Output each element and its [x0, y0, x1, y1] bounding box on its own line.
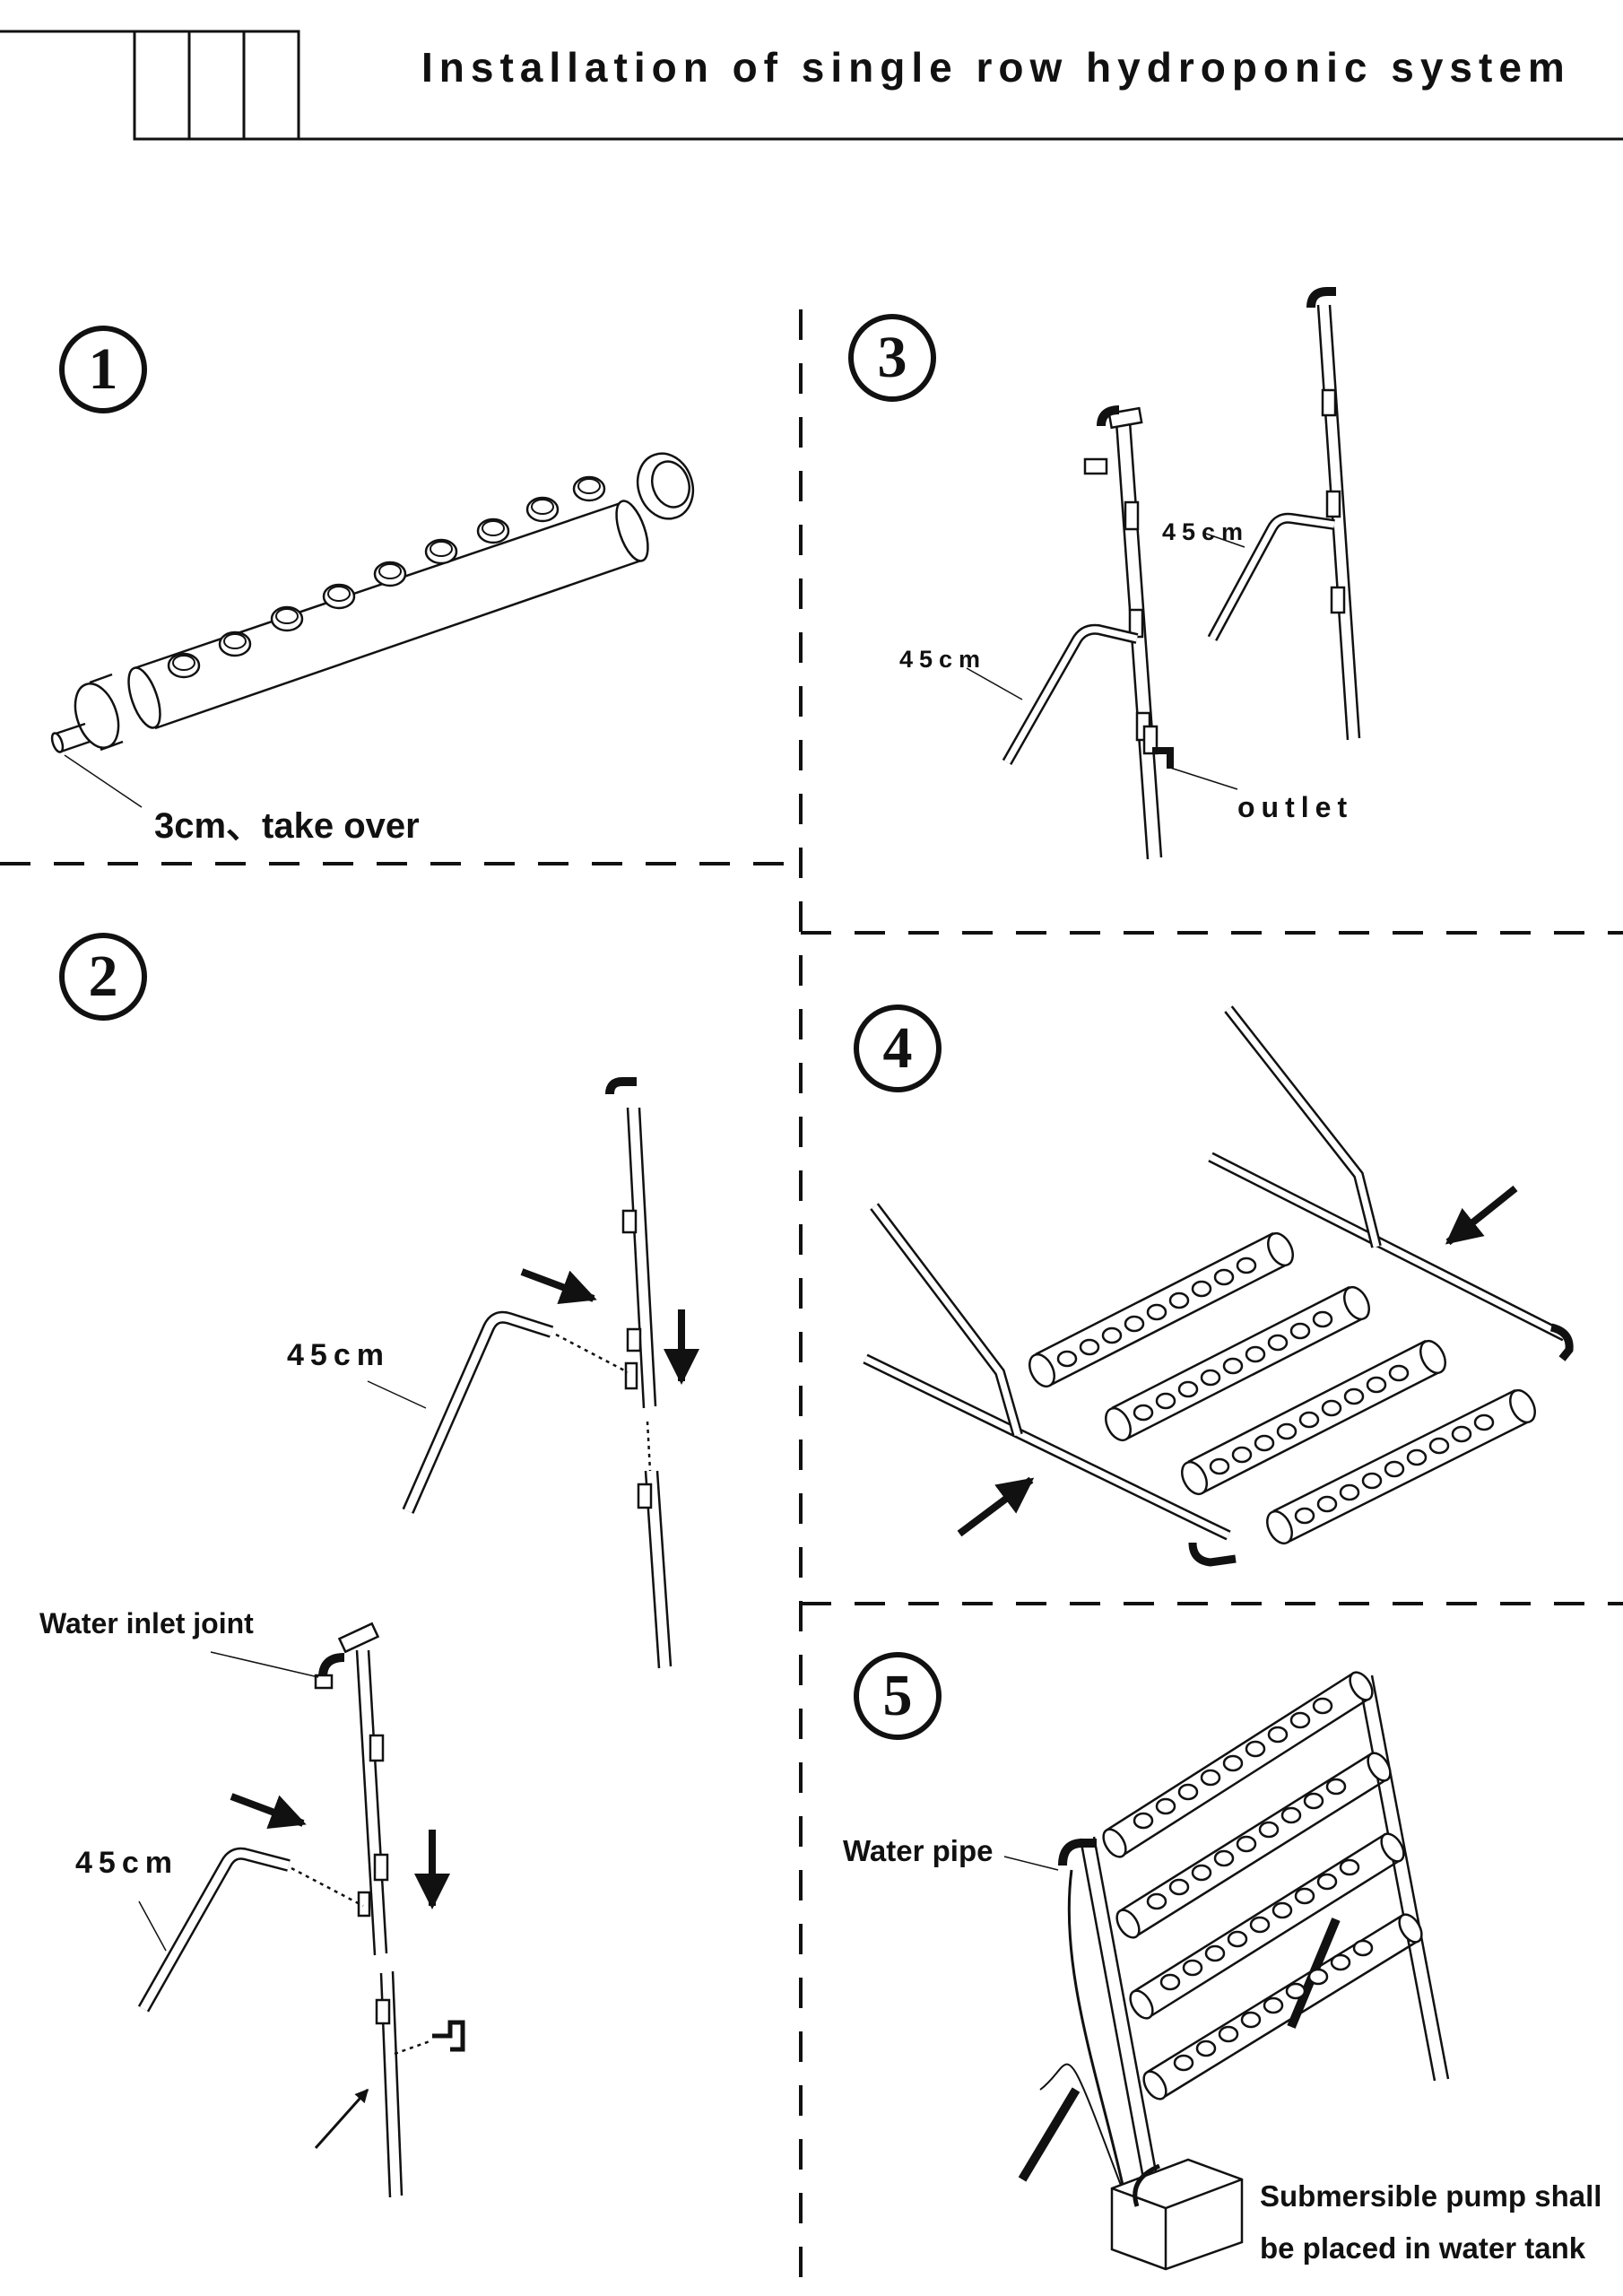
length-label-step2-lower: 45cm	[75, 1846, 178, 1880]
step-2-number: 2	[59, 933, 147, 1021]
outlet-label: outlet	[1237, 791, 1354, 823]
water-inlet-joint-label: Water inlet joint	[39, 1607, 254, 1639]
step-1-number: 1	[59, 326, 147, 413]
step4-frame	[863, 1005, 1574, 1567]
length-label-step3-right: 45cm	[1162, 518, 1250, 545]
header-frame	[0, 30, 1623, 141]
length-label-step2-upper: 45cm	[287, 1338, 390, 1372]
pump-note-line2: be placed in water tank	[1260, 2231, 1586, 2265]
section-dividers	[0, 309, 1623, 2296]
step-5-number: 5	[854, 1652, 942, 1740]
step-4-number: 4	[854, 1004, 942, 1092]
step1-pipe	[50, 452, 695, 808]
page-title: Installation of single row hydroponic sy…	[421, 44, 1571, 91]
water-pipe-label: Water pipe	[843, 1834, 994, 1867]
step3-poles	[966, 287, 1361, 860]
length-label-step3-left: 45cm	[899, 646, 987, 673]
pump-note-line1: Submersible pump shall	[1260, 2179, 1602, 2213]
step-3-number: 3	[848, 314, 936, 402]
take-over-label: 3cm、take over	[154, 806, 420, 846]
step2-upper-assembly	[367, 1077, 699, 1669]
step2-lower-assembly	[137, 1622, 465, 2198]
step5-rack	[1003, 1671, 1450, 2271]
